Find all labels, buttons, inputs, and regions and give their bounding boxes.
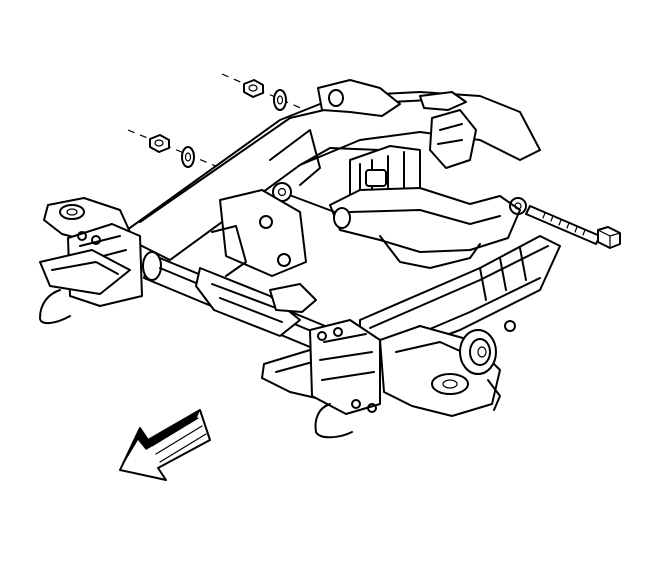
fastener-set-upper xyxy=(221,73,311,113)
nut-icon xyxy=(243,79,264,98)
washer-icon xyxy=(181,146,195,168)
bolt-icon xyxy=(525,205,621,249)
mount-bracket-icon xyxy=(317,79,477,169)
direction-arrow-icon xyxy=(119,409,211,481)
fastener-set-lower xyxy=(127,129,263,186)
washer-icon xyxy=(273,89,287,111)
nut-icon xyxy=(149,134,170,153)
engine-mount-bracket xyxy=(272,145,527,269)
crossmember-right-end xyxy=(261,319,501,439)
frame-rail-front xyxy=(359,235,561,353)
crossmember-left-end xyxy=(39,197,143,324)
lower-bracket-center xyxy=(195,189,317,337)
